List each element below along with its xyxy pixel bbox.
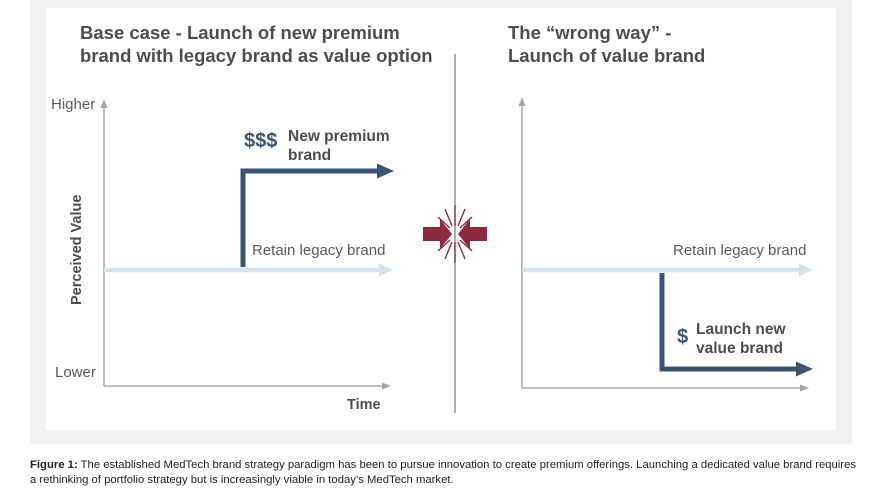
right-y-axis-arrow [518, 97, 526, 106]
right-panel-title: The “wrong way” - Launch of value brand [508, 21, 705, 67]
y-axis-label: Perceived Value [69, 194, 85, 305]
right-x-axis-arrow [800, 384, 809, 392]
value-arrow [796, 361, 813, 377]
y-low-label: Lower [55, 364, 96, 381]
right-title-line2: Launch of value brand [508, 45, 706, 66]
x-axis-label: Time [347, 397, 381, 413]
premium-path [240, 168, 379, 267]
right-legacy-arrow [799, 263, 813, 277]
premium-label-line1: New premium [288, 128, 390, 145]
premium-brand-label: New premium brand [288, 127, 390, 165]
value-price-label: $ [677, 326, 689, 348]
value-label-line2: value brand [696, 340, 783, 357]
premium-arrow [377, 163, 394, 179]
left-y-axis-arrow [100, 99, 108, 108]
y-high-label: Higher [51, 96, 96, 113]
caption-text: The established MedTech brand strategy p… [30, 459, 857, 486]
left-legacy-label: Retain legacy brand [252, 242, 386, 259]
right-legacy-label: Retain legacy brand [673, 242, 807, 259]
collision-arrows-icon [423, 205, 487, 263]
left-title-line2: brand with legacy brand as value option [80, 45, 433, 66]
value-brand-label: Launch new value brand [696, 320, 786, 358]
premium-label-line2: brand [288, 147, 332, 164]
left-legacy-arrow [379, 263, 393, 277]
left-x-axis-arrow [382, 382, 391, 390]
caption-label: Figure 1: [30, 459, 78, 471]
value-path [659, 273, 798, 372]
right-title-line1: The “wrong way” - [508, 22, 672, 43]
left-panel-title: Base case - Launch of new premium brand … [80, 21, 433, 67]
left-title-line1: Base case - Launch of new premium [80, 22, 400, 43]
value-label-line1: Launch new [696, 321, 786, 338]
premium-price-label: $$$ [244, 130, 278, 152]
figure-caption: Figure 1: The established MedTech brand … [30, 458, 858, 488]
